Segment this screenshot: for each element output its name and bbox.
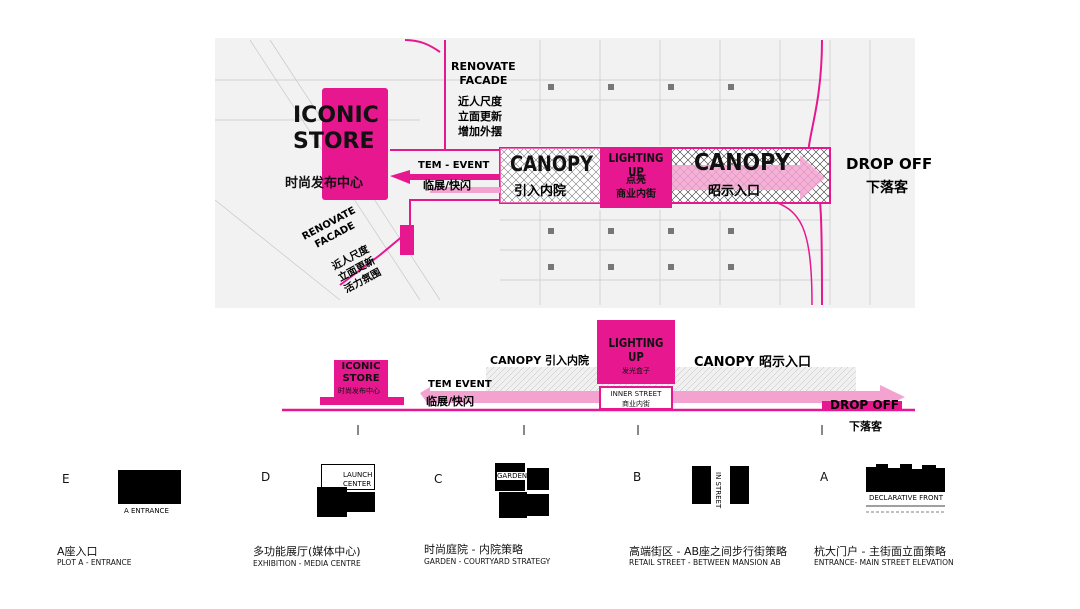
strategy-e-title-cn: A座入口 — [57, 545, 98, 558]
strategy-d-letter: D — [261, 470, 271, 484]
strategy-a-letter: A — [820, 470, 829, 484]
iconic-store-block — [322, 88, 388, 200]
strategy-b-title-en: RETAIL STREET - BETWEEN MANSION AB — [629, 558, 781, 567]
strategy-a-title-cn: 杭大门户 - 主街面立面策略 — [814, 545, 946, 558]
strategy-c-icon-block4 — [527, 494, 549, 516]
canopy-right-cn: 昭示入口 — [708, 184, 761, 199]
strategy-b-icon-block1 — [692, 466, 711, 504]
section-canopy-right: CANOPY 昭示入口 — [694, 355, 812, 370]
strategy-e-icon-text: A ENTRANCE — [124, 507, 169, 515]
section-lighting-box — [597, 320, 675, 384]
iconic-store-label: ICONIC STORE — [293, 103, 379, 154]
section-drop-off: DROP OFF — [830, 398, 899, 412]
strategy-c-icon-text: GARDEN — [497, 472, 528, 480]
strategy-b-letter: B — [633, 470, 642, 484]
renovate-facade-top-cn: 近人尺度 立面更新 增加外摆 — [458, 95, 502, 138]
section-inner-street-cn: 商业内街 — [622, 400, 650, 408]
canopy-left-cn: 引入内院 — [514, 184, 567, 199]
strategy-c-title-cn: 时尚庭院 - 内院策略 — [424, 543, 523, 556]
strategy-c-icon-block2 — [527, 468, 549, 490]
drop-off-label: DROP OFF — [846, 155, 933, 173]
section-tem-event-cn: 临展/快闪 — [426, 395, 475, 408]
strategy-d-title-cn: 多功能展厅(媒体中心) — [253, 545, 361, 558]
canopy-left-label: CANOPY — [510, 152, 594, 176]
plan-linework — [214, 39, 871, 305]
section-lighting-up: LIGHTING UP — [608, 336, 664, 364]
tem-event-cn: 临展/快闪 — [423, 179, 472, 192]
section-canopy-left: CANOPY 引入内院 — [490, 354, 589, 367]
strategy-d-icon-text: LAUNCH CENTER — [343, 471, 373, 488]
strategy-c-title-en: GARDEN - COURTYARD STRATEGY — [424, 557, 551, 566]
strategy-a-icon-text: DECLARATIVE FRONT — [868, 494, 944, 502]
section-iconic-store-cn: 时尚发布中心 — [338, 387, 380, 395]
strategy-d-title-en: EXHIBITION - MEDIA CENTRE — [253, 559, 361, 568]
strategy-c-icon-block3 — [499, 492, 527, 518]
stair-block — [400, 225, 414, 255]
lighting-up-cn: 点亮 商业内街 — [616, 175, 656, 200]
strategy-a-title-en: ENTRANCE- MAIN STREET ELEVATION — [814, 558, 954, 567]
canopy-right-label: CANOPY — [694, 150, 791, 176]
street-section — [282, 320, 915, 435]
strategy-d-icon-block1 — [317, 487, 347, 517]
tem-event-label: TEM - EVENT — [418, 160, 490, 171]
lighting-up-label: LIGHTING UP — [608, 151, 664, 179]
strategy-b-icon-text: IN STREET — [714, 472, 722, 509]
strategy-a-icon — [866, 464, 945, 513]
strategy-e-icon — [118, 470, 181, 504]
strategy-d-icon-outline — [321, 464, 375, 490]
iconic-store-cn: 时尚发布中心 — [285, 176, 364, 191]
section-inner-street — [599, 386, 673, 410]
lighting-up-block — [600, 148, 672, 208]
renovate-facade-top-label: RENOVATE FACADE — [451, 60, 516, 87]
strategy-e-title-en: PLOT A - ENTRANCE — [57, 558, 132, 567]
section-inner-street: INNER STREET — [610, 390, 662, 398]
section-lighting-up-cn: 发光盒子 — [622, 367, 650, 375]
strategy-d-icon-block2 — [347, 492, 375, 512]
section-iconic-store — [334, 360, 388, 400]
canopy-arrow — [672, 155, 825, 200]
strategy-c-letter: C — [434, 472, 443, 486]
section-drop-off-cn: 下落客 — [849, 420, 882, 433]
strategy-e-letter: E — [62, 472, 70, 486]
strategy-b-title-cn: 高端街区 - AB座之间步行街策略 — [629, 545, 788, 558]
strategy-b-icon-block2 — [730, 466, 749, 504]
section-drop-off-bar — [822, 401, 902, 410]
section-iconic-store-label: ICONIC STORE — [341, 361, 381, 384]
drop-off-cn: 下落客 — [866, 180, 908, 196]
tem-event-arrow — [390, 170, 500, 184]
site-plan — [214, 38, 915, 308]
plan-columns — [548, 84, 734, 270]
section-tem-event: TEM EVENT — [428, 379, 492, 390]
